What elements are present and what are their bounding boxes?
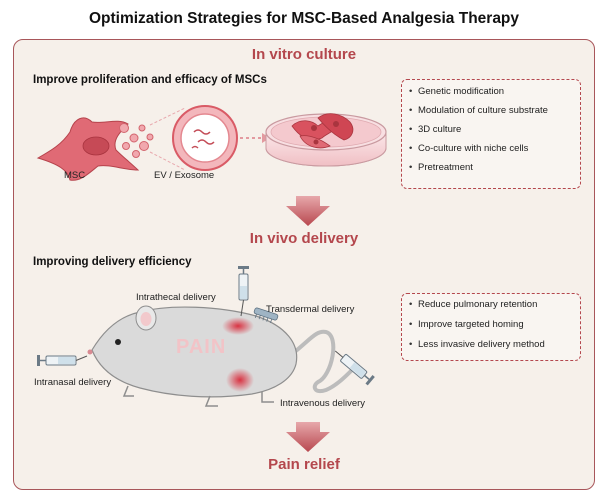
transdermal-patch-icon (253, 307, 279, 323)
pain-hotspot-spine (222, 317, 254, 335)
exosome-icon (172, 105, 238, 171)
goal-item: Improve targeted homing (406, 319, 574, 330)
intravenous-syringe-icon (334, 350, 375, 386)
ev-exosome-label: EV / Exosome (154, 170, 215, 181)
strategy-item: Pretreatment (406, 162, 574, 173)
intranasal-label: Intranasal delivery (34, 377, 112, 388)
in-vivo-subheading: Improving delivery efficiency (33, 256, 192, 268)
in-vivo-heading: In vivo delivery (249, 230, 359, 247)
strategy-item: Modulation of culture substrate (406, 105, 574, 116)
figure-title: Optimization Strategies for MSC-Based An… (88, 10, 520, 27)
pain-relief-heading: Pain relief (268, 456, 340, 473)
ev-particles-icon (119, 123, 154, 158)
in-vitro-subheading: Improve proliferation and efficacy of MS… (33, 74, 267, 86)
strategy-item: Co-culture with niche cells (406, 143, 574, 154)
intranasal-syringe-icon (37, 355, 88, 366)
in-vitro-strategy-box: Genetic modification Modulation of cultu… (401, 79, 581, 189)
goal-item: Reduce pulmonary retention (406, 299, 574, 310)
strategy-item: Genetic modification (406, 86, 574, 97)
zoom-lines (149, 107, 186, 171)
down-arrow-icon (286, 422, 330, 452)
intrathecal-label: Intrathecal delivery (136, 292, 216, 303)
petri-dish-icon (265, 113, 387, 167)
goal-item: Less invasive delivery method (406, 339, 574, 350)
transdermal-label: Transdermal delivery (266, 304, 355, 315)
intravenous-label: Intravenous delivery (280, 398, 366, 409)
strategy-item: 3D culture (406, 124, 574, 135)
msc-label: MSC (64, 170, 86, 181)
pain-label: PAIN (176, 336, 227, 358)
msc-cell-icon (36, 117, 140, 181)
pain-hotspot-hind (226, 368, 254, 392)
in-vitro-heading: In vitro culture (251, 46, 357, 63)
intrathecal-syringe-icon (238, 266, 249, 317)
down-arrow-icon (286, 196, 330, 226)
in-vivo-goal-box: Reduce pulmonary retention Improve targe… (401, 293, 581, 361)
